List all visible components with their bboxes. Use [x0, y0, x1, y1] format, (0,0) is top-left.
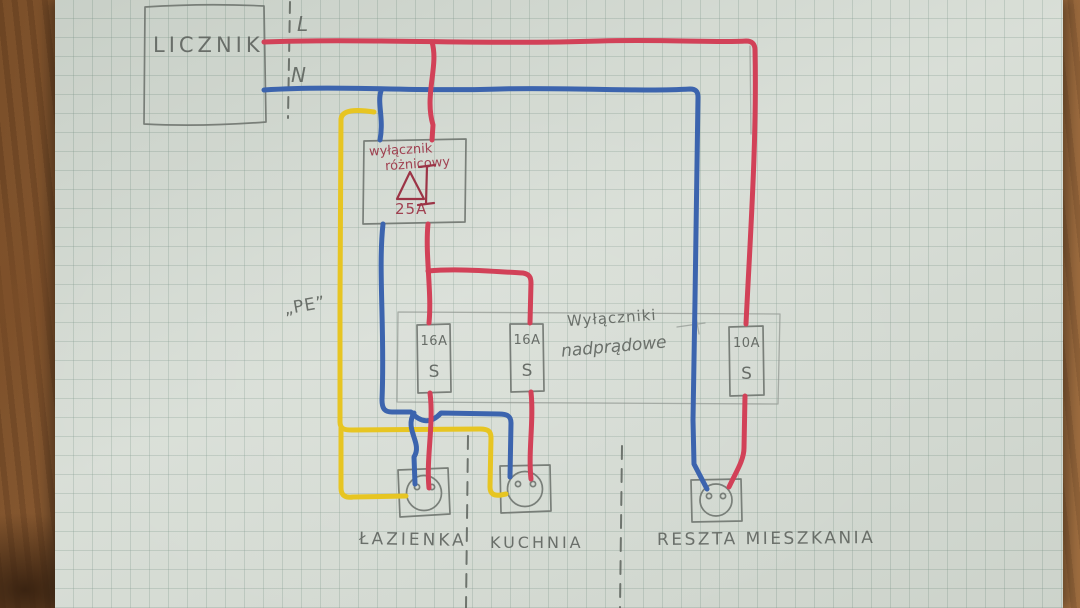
live-line-label: L	[297, 12, 309, 36]
breaker-3-class: S	[741, 363, 752, 384]
pe-wire-main	[337, 108, 509, 498]
breaker-2-class: S	[521, 360, 533, 381]
socket-pin	[514, 480, 522, 488]
meter-boundary-dashed-line	[287, 1, 291, 119]
pe-terminal-dot	[420, 493, 426, 499]
pe-wire-bathroom-branch	[338, 425, 409, 500]
socket-box-bathroom	[397, 467, 451, 518]
breaker-1-class: S	[428, 361, 440, 382]
live-wire-branch-to-breaker2	[425, 267, 534, 326]
socket-circle-bathroom	[405, 474, 443, 512]
live-wire-breaker2-out	[527, 389, 535, 482]
neutral-wire-after-rcd	[378, 221, 514, 480]
meter-box	[143, 3, 267, 126]
socket-circle-rest	[699, 483, 733, 517]
room-separator-dashed-1	[465, 435, 469, 608]
live-wire-rcd-drop	[427, 39, 437, 143]
ruler-guide-line	[749, 45, 752, 135]
socket-circle-kitchen	[506, 470, 544, 508]
rcd-current-symbol	[416, 163, 437, 207]
neutral-wire-bathroom-branch	[408, 410, 419, 487]
live-wire-breaker3-out	[726, 393, 748, 490]
live-wire-rcd-to-breaker1	[424, 221, 433, 326]
breaker-2-label: 16A S	[511, 327, 543, 387]
neutral-line-label: N	[291, 63, 306, 87]
breaker-panel-outline	[396, 311, 781, 405]
pe-terminal-dot	[521, 491, 527, 497]
meter-label: LICZNIK	[153, 33, 264, 57]
socket-pin	[529, 480, 537, 488]
live-wire-main	[261, 37, 758, 327]
socket-box-rest	[690, 478, 743, 523]
circuit-label-bathroom: ŁAZIENKA	[358, 529, 467, 551]
circuit-label-rest-of-flat: RESZTA MIESZKANIA	[656, 528, 876, 550]
rcd-delta-symbol	[395, 170, 426, 201]
rcd-rating: 25A	[395, 200, 428, 218]
breaker-2-rating: 16A	[513, 333, 541, 349]
breaker-3-label: 10A S	[730, 330, 763, 390]
caption-pointer-dash	[676, 316, 706, 335]
socket-pin	[705, 492, 713, 500]
room-separator-dashed-2	[619, 445, 623, 608]
circuit-label-kitchen: KUCHNIA	[490, 533, 584, 552]
neutral-wire-rcd-drop	[377, 88, 384, 143]
socket-pin	[719, 492, 727, 500]
breaker-1-label: 16A S	[418, 328, 450, 388]
live-wire-breaker1-out	[425, 390, 434, 491]
breaker-1-rating: 16A	[420, 334, 448, 350]
breaker-box-1	[416, 323, 452, 394]
breaker-3-rating: 10A	[733, 336, 760, 352]
neutral-wire-main	[261, 85, 710, 492]
graph-paper-sheet	[55, 0, 1063, 608]
breaker-box-3	[728, 325, 765, 397]
